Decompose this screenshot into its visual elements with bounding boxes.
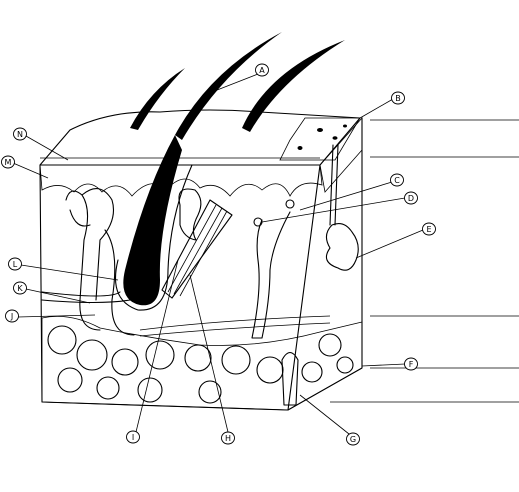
- label-letter: A: [259, 66, 265, 75]
- skin-block-outline: [40, 110, 362, 410]
- label-k: K: [14, 282, 27, 294]
- label-letter: J: [10, 312, 13, 321]
- label-h: H: [222, 432, 235, 444]
- top-face-patch: [280, 118, 360, 160]
- answer-lines: [330, 120, 519, 402]
- label-i: I: [127, 431, 140, 443]
- epidermis-layer: [40, 118, 362, 196]
- label-c: C: [391, 174, 404, 186]
- dermis-boundary: [140, 316, 330, 336]
- label-letter: K: [17, 284, 23, 293]
- blood-vessel-loops: [42, 189, 134, 335]
- sebaceous-gland: [179, 189, 201, 240]
- label-f: F: [405, 358, 418, 370]
- label-letter: M: [5, 158, 12, 167]
- label-a: A: [256, 64, 269, 76]
- label-e: E: [423, 223, 436, 235]
- label-letter: L: [13, 260, 18, 269]
- label-g: G: [347, 433, 360, 445]
- sweat-gland: [326, 145, 358, 270]
- label-letter: G: [350, 435, 356, 444]
- label-letter: F: [409, 360, 414, 369]
- hair-shafts: [130, 32, 345, 140]
- label-letter: I: [132, 433, 134, 442]
- label-j: J: [6, 310, 19, 322]
- label-letter: N: [17, 130, 23, 139]
- label-letter: H: [225, 434, 231, 443]
- nerve-receptor: [252, 200, 294, 338]
- label-d: D: [405, 192, 418, 204]
- label-m: M: [2, 156, 15, 168]
- label-b: B: [392, 92, 405, 104]
- label-l: L: [9, 258, 22, 270]
- label-letter: D: [408, 194, 414, 203]
- label-letter: E: [426, 225, 431, 234]
- label-letter: B: [395, 94, 401, 103]
- label-letter: C: [394, 176, 400, 185]
- label-markers: A B CD E F G H I J K L M N: [2, 64, 436, 445]
- label-n: N: [14, 128, 27, 140]
